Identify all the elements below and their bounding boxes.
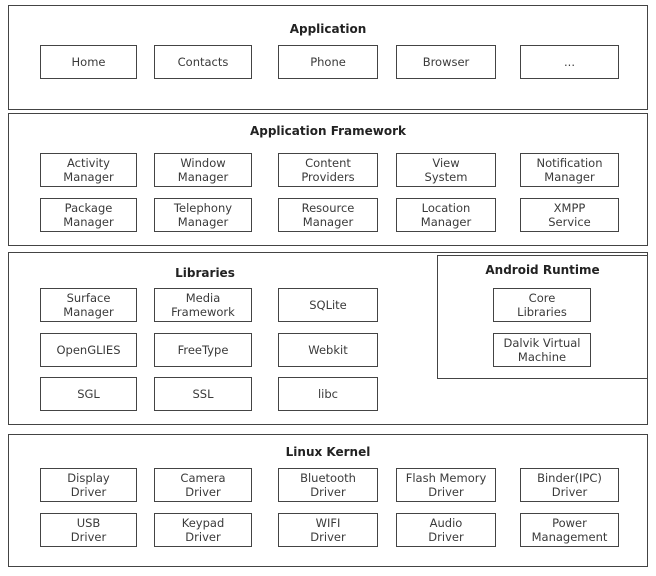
runtime-layer-title: Android Runtime [485,263,600,277]
rt-dalvik-vm: Dalvik Virtual Machine [493,333,591,367]
app-contacts: Contacts [154,45,252,79]
fw-telephony-manager: Telephony Manager [154,198,252,232]
app-browser: Browser [396,45,496,79]
fw-activity-manager: Activity Manager [40,153,137,187]
kernel-audio-driver: Audio Driver [396,513,496,547]
lib-libc: libc [278,377,378,411]
fw-xmpp-service: XMPP Service [520,198,619,232]
fw-location-manager: Location Manager [396,198,496,232]
lib-ssl: SSL [154,377,252,411]
kernel-binder-ipc-driver: Binder(IPC) Driver [520,468,619,502]
kernel-layer-title: Linux Kernel [285,445,371,459]
kernel-bluetooth-driver: Bluetooth Driver [278,468,378,502]
lib-sqlite: SQLite [278,288,378,322]
lib-sgl: SGL [40,377,137,411]
rt-core-libraries: Core Libraries [493,288,591,322]
kernel-usb-driver: USB Driver [40,513,137,547]
fw-resource-manager: Resource Manager [278,198,378,232]
kernel-camera-driver: Camera Driver [154,468,252,502]
app-more: ... [520,45,619,79]
kernel-power-management: Power Management [520,513,619,547]
lib-freetype: FreeType [154,333,252,367]
fw-notification-manager: Notification Manager [520,153,619,187]
libraries-layer-title: Libraries [175,266,235,280]
lib-openglies: OpenGLIES [40,333,137,367]
lib-surface-manager: Surface Manager [40,288,137,322]
fw-view-system: View System [396,153,496,187]
app-home: Home [40,45,137,79]
framework-layer-title: Application Framework [249,124,407,138]
lib-media-framework: Media Framework [154,288,252,322]
app-phone: Phone [278,45,378,79]
kernel-flash-memory-driver: Flash Memory Driver [396,468,496,502]
application-layer-title: Application [289,22,367,36]
kernel-display-driver: Display Driver [40,468,137,502]
kernel-wifi-driver: WIFI Driver [278,513,378,547]
lib-webkit: Webkit [278,333,378,367]
fw-window-manager: Window Manager [154,153,252,187]
fw-package-manager: Package Manager [40,198,137,232]
fw-content-providers: Content Providers [278,153,378,187]
kernel-keypad-driver: Keypad Driver [154,513,252,547]
